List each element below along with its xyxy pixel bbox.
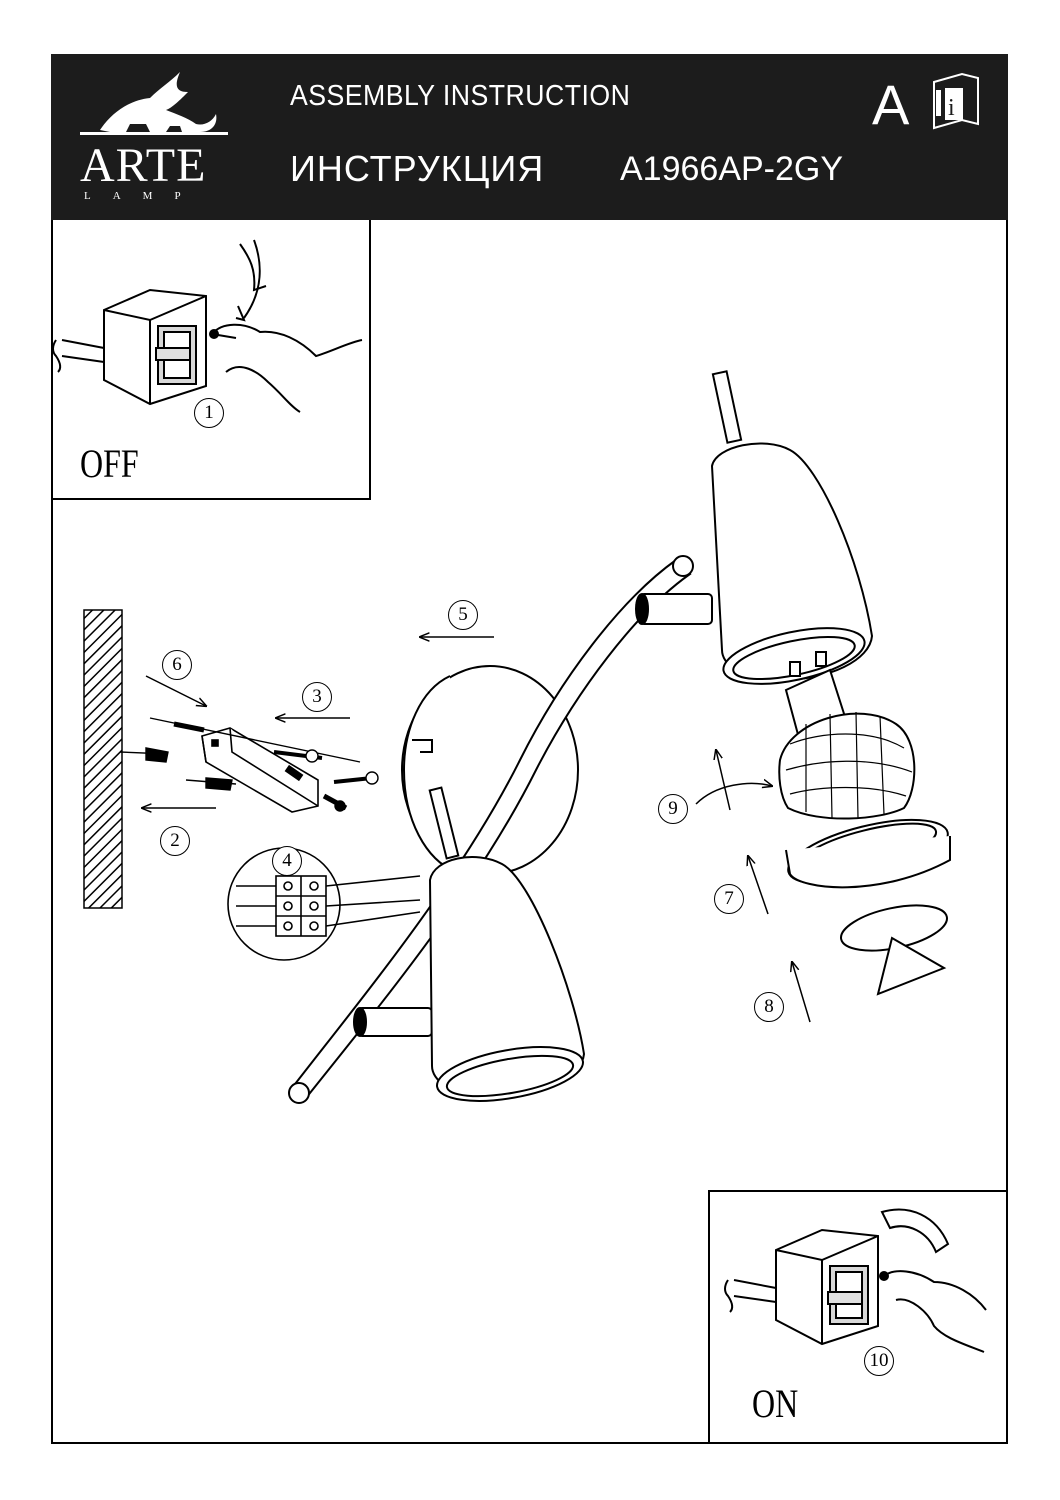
- wall-hatch: [83, 609, 123, 909]
- title-russian: ИНСТРУКЦИЯ: [290, 148, 545, 189]
- step-9-marker: 9: [658, 794, 688, 824]
- brand-subtitle: LAMP: [84, 190, 203, 202]
- lower-spotlight: [353, 786, 586, 1102]
- step-3-marker: 3: [302, 682, 332, 712]
- panel-switch-on: [708, 1190, 1008, 1444]
- svg-text:i: i: [948, 95, 955, 121]
- step-5-marker: 5: [448, 600, 478, 630]
- griffin-logo-icon: [80, 72, 228, 135]
- step-7-marker: 7: [714, 884, 744, 914]
- retaining-ring: [785, 818, 951, 889]
- info-book-icon: i: [933, 72, 979, 130]
- lens-cover: [840, 904, 948, 996]
- step-6-marker: 6: [162, 650, 192, 680]
- mounting-bracket: [201, 727, 319, 813]
- step-10-marker: 10: [864, 1346, 894, 1376]
- on-label: ON: [752, 1381, 799, 1426]
- step-8-marker: 8: [754, 992, 784, 1022]
- screws: [119, 717, 379, 812]
- model-number: A1966AP-2GY: [620, 150, 844, 188]
- step-2-marker: 2: [160, 826, 190, 856]
- switch-off-illustration: [52, 239, 363, 413]
- upper-spotlight: [635, 370, 874, 685]
- language-letter: A: [872, 73, 910, 136]
- off-label: OFF: [80, 441, 139, 486]
- switch-on-illustration: [724, 1208, 987, 1353]
- step-1-marker: 1: [194, 398, 224, 428]
- step-4-marker: 4: [272, 846, 302, 876]
- terminal-block: [227, 847, 421, 961]
- panel-switch-off: [51, 220, 371, 500]
- header-bar: [51, 54, 1008, 220]
- brand-logo: ARTE: [80, 139, 207, 192]
- halogen-bulb: [778, 651, 916, 820]
- assembly-arrows: [142, 637, 811, 1023]
- title-english: ASSEMBLY INSTRUCTION: [290, 80, 631, 112]
